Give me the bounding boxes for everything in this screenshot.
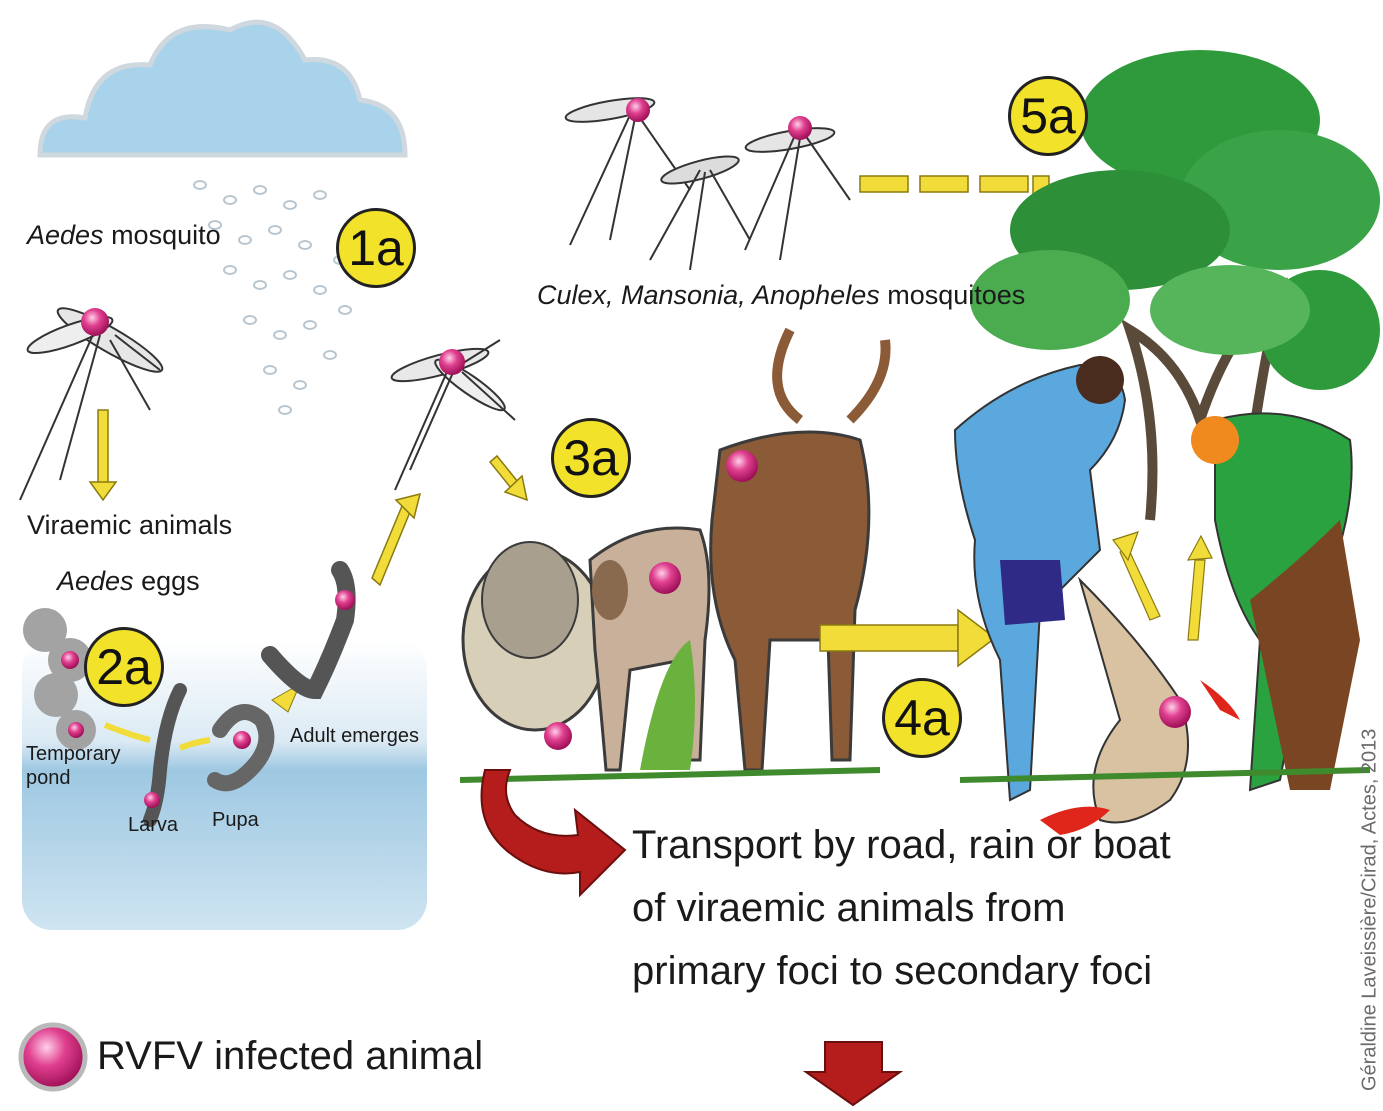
label-mosquito-word: mosquito	[104, 220, 221, 250]
label-transport-line3: primary foci to secondary foci	[632, 951, 1152, 991]
label-viraemic-animals: Viraemic animals	[27, 512, 232, 539]
legend-infected-dot	[21, 1025, 85, 1089]
cloud	[40, 22, 405, 155]
label-culex-mosquitoes: Culex, Mansonia, Anopheles mosquitoes	[537, 282, 1025, 309]
badge-4a: 4a	[882, 678, 962, 758]
legend-label: RVFV infected animal	[97, 1036, 483, 1076]
red-curved-arrow	[482, 770, 625, 895]
badge-1a: 1a	[336, 208, 416, 288]
label-pupa: Pupa	[212, 810, 259, 830]
label-temporary-pond: Temporary pond	[26, 742, 116, 790]
label-aedes-mosquito: Aedes mosquito	[27, 222, 221, 249]
label-transport-line2: of viraemic animals from	[632, 888, 1065, 928]
arrow-mosquito-to-animals	[90, 410, 116, 500]
badge-2a: 2a	[84, 627, 164, 707]
arrow-adult-to-mosquito	[372, 494, 420, 585]
label-adult-emerges: Adult emerges	[290, 726, 419, 746]
rain-eggs	[194, 181, 351, 414]
arrow-mosquito-to-livestock	[490, 456, 527, 500]
aedes-mosquito-drawing	[20, 300, 168, 500]
image-credit: Géraldine Laveissière/Cirad, Actes, 2013	[1358, 729, 1381, 1091]
label-larva: Larva	[128, 815, 178, 835]
badge-5a: 5a	[1008, 76, 1088, 156]
label-aedes-italic: Aedes	[27, 220, 104, 250]
label-transport-line1: Transport by road, rain or boat	[632, 825, 1171, 865]
cow-body	[711, 432, 869, 770]
badge-3a: 3a	[551, 418, 631, 498]
label-aedes-eggs: Aedes eggs	[57, 568, 200, 595]
culex-mosquitoes	[564, 93, 850, 270]
livestock-drawing	[460, 330, 886, 780]
red-down-arrow	[806, 1042, 900, 1105]
label-eggs-word: eggs	[134, 566, 200, 596]
label-mosquitoes-word: mosquitoes	[880, 280, 1026, 310]
slaughter-scene	[955, 356, 1370, 835]
label-culex-italic: Culex, Mansonia, Anopheles	[537, 280, 880, 310]
label-aedes-eggs-italic: Aedes	[57, 566, 134, 596]
